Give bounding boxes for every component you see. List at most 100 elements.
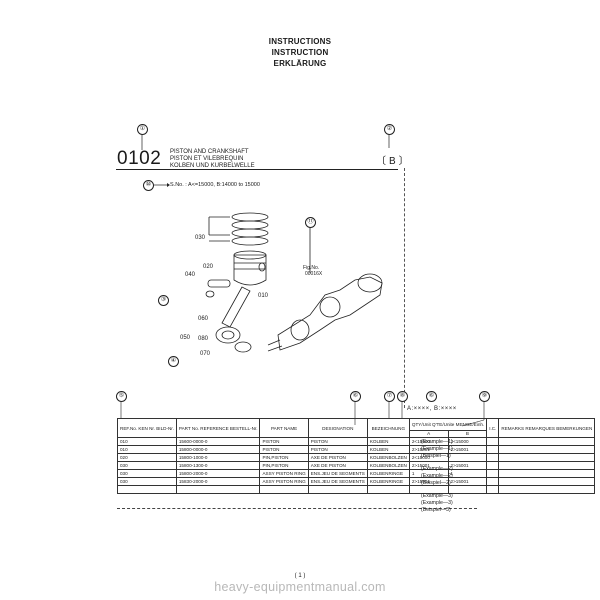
cell-part-name: ASSY PISTON RING <box>259 469 309 478</box>
cell-part-no: 15600-0000-0 <box>175 437 261 446</box>
cell-part-name: PIN,PISTON <box>259 453 309 462</box>
example-3c: (Beispiel—3) <box>421 507 451 513</box>
callout-7: ⑦ <box>384 391 395 402</box>
section-number: 0102 <box>117 148 162 169</box>
col-qty-b: B <box>447 429 488 439</box>
col-remarks: REMARKS REMARQUES BEMERKUNGEN <box>498 418 596 438</box>
example-1a: (Example—1) <box>421 439 453 445</box>
cell-bezeichnung: KOLBENBOLZEN <box>366 453 410 462</box>
example-2b: (Example—2) <box>421 473 453 479</box>
col-ref: REF.No. KEN Nr. BILD-Nr. <box>117 418 177 438</box>
part-label-040: 040 <box>185 272 196 278</box>
cell-part-no: 15830-2000-0 <box>175 477 261 486</box>
cell-qty-b: 2<15000 <box>447 437 488 446</box>
cell-ic <box>486 461 500 470</box>
cell-qty-b: 2>15001 <box>447 461 488 470</box>
table-header-row: REF.No. KEN Nr. BILD-Nr. PART No. REFERE… <box>117 418 596 438</box>
header-line-3: ERKLÄRUNG <box>273 59 327 68</box>
cell-ref: 010 <box>117 445 177 454</box>
cell-remarks <box>498 437 596 446</box>
cell-ref: 010 <box>117 437 177 446</box>
example-2a: (Example—2) <box>421 466 453 472</box>
cell-ic <box>486 469 500 478</box>
header-line-1: INSTRUCTIONS <box>268 37 332 46</box>
cell-qty-b: 2>15001 <box>447 445 488 454</box>
col-qty: QTY/Unit Q'TE/Unite MENGE/Einh. <box>408 418 488 431</box>
col-part-no: PART No. REFERENCE BESTELL-Nr. <box>175 418 261 438</box>
cell-ic <box>486 477 500 486</box>
col-qty-a: A <box>408 429 449 439</box>
callout-6a: ⑥ <box>350 391 361 402</box>
cell-bezeichnung: KOLBENRINGE <box>366 477 410 486</box>
table-cut-line <box>117 508 477 513</box>
fig-no-label: Fig.No. <box>303 265 320 271</box>
cell-ref: 030 <box>117 461 177 470</box>
dashed-divider <box>404 168 405 408</box>
part-label-080: 080 <box>198 336 209 342</box>
callout-2: ② <box>384 124 395 135</box>
section-rule <box>116 169 398 170</box>
cell-bezeichnung: KOLBEN <box>366 437 410 446</box>
cell-ref: 030 <box>117 469 177 478</box>
example-3b: (Example—3) <box>421 500 453 506</box>
cell-ref: 030 <box>117 477 177 486</box>
cell-remarks <box>498 477 596 486</box>
callout-1: ① <box>137 124 148 135</box>
serial-note: S.No. : A<=15000, B:14000 to 15000 <box>170 182 260 188</box>
cell-designation: ENS.JEU DE SEGMENTS <box>307 477 368 486</box>
cell-remarks <box>498 453 596 462</box>
cell-ref: 020 <box>117 453 177 462</box>
cell-designation: PISTON <box>307 437 368 446</box>
cell-designation: ENS.JEU DE SEGMENTS <box>307 469 368 478</box>
example-1b: (Example—1) <box>421 446 453 452</box>
callout-8: ⑧ <box>397 391 408 402</box>
callout-5: ⑤ <box>116 391 127 402</box>
cell-bezeichnung: KOLBENBOLZEN <box>366 461 410 470</box>
callout-11: ⑪ <box>305 217 316 228</box>
cell-designation: AXE DE PISTON <box>307 461 368 470</box>
section-title-en: PISTON AND CRANKSHAFT <box>170 149 249 155</box>
section-title-de: KOLBEN UND KURBELWELLE <box>170 163 255 169</box>
callout-9: ⑨ <box>479 391 490 402</box>
section-title-fr: PISTON ET VILEBREQUIN <box>170 156 244 162</box>
parts-table: REF.No. KEN Nr. BILD-Nr. PART No. REFERE… <box>117 418 596 494</box>
cell-qty-b: 1 <box>447 469 488 478</box>
part-label-030: 030 <box>195 235 206 241</box>
example-1c: (Beispiel—1) <box>421 453 451 459</box>
cell-remarks <box>498 445 596 454</box>
page-number: ( 1 ) <box>294 573 306 579</box>
group-marker: 〔B〕 <box>376 156 412 167</box>
cell-part-no: 15800-1300-0 <box>175 461 261 470</box>
cell-part-name: PISTON <box>259 445 309 454</box>
fig-no-value: 00016X <box>305 271 323 277</box>
part-label-020: 020 <box>203 264 214 270</box>
col-ic: I.C. <box>486 418 500 438</box>
cell-bezeichnung: KOLBENRINGE <box>366 469 410 478</box>
cell-remarks <box>498 469 596 478</box>
cell-part-no: 15800-2000-0 <box>175 469 261 478</box>
part-label-070: 070 <box>200 351 211 357</box>
example-3a: (Example—3) <box>421 493 453 499</box>
part-label-050: 050 <box>180 335 191 341</box>
cell-remarks <box>498 461 596 470</box>
callout-3: ③ <box>158 295 169 306</box>
col-part-name: PART NAME <box>259 418 309 438</box>
part-label-060: 060 <box>198 316 209 322</box>
callout-10: ⑩ <box>143 180 154 191</box>
cell-ic <box>486 453 500 462</box>
cell-qty-b: 2>15001 <box>447 477 488 486</box>
cell-ic <box>486 445 500 454</box>
col-designation: DESIGNATION <box>307 418 368 438</box>
col-bezeichnung: BEZEICHNUNG <box>366 418 410 438</box>
cell-part-name: PIN,PISTON <box>259 461 309 470</box>
cell-designation: AXE DE PISTON <box>307 453 368 462</box>
example-2c: (Beispiel—2) <box>421 480 451 486</box>
part-label-010: 010 <box>258 293 269 299</box>
arrow-right-icon <box>154 183 170 187</box>
